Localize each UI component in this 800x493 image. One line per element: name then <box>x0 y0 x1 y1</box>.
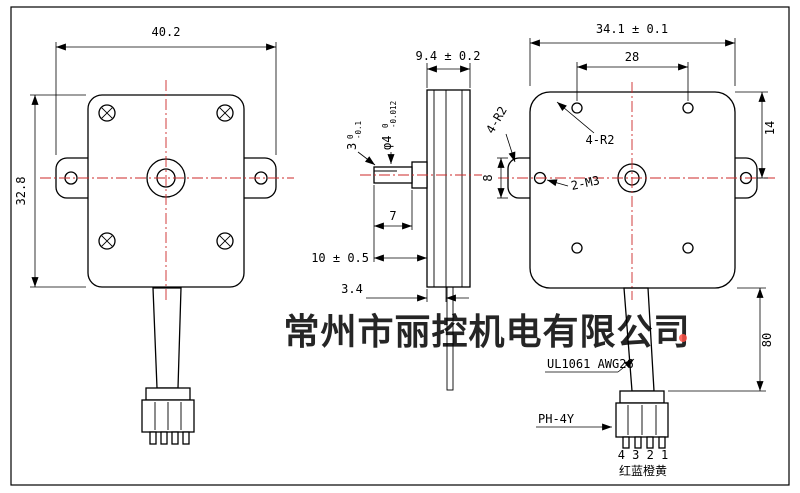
front-view: 40.2 32.8 <box>14 25 294 445</box>
hole-spacing-dimension: 28 <box>576 50 689 101</box>
front-height-dimension: 32.8 <box>14 94 86 288</box>
front-wire-bundle <box>152 287 182 389</box>
back-hole-top-left <box>571 102 583 114</box>
back-width-value: 34.1 ± 0.1 <box>596 22 668 36</box>
front-connector <box>141 387 195 445</box>
radius-label-1: 4-R2 <box>483 104 510 136</box>
shaft-total-value: 10 ± 0.5 <box>311 251 369 265</box>
radius-callout-1: 4-R2 <box>483 104 516 163</box>
thread-label: 2-M3 <box>570 173 601 193</box>
side-wire <box>446 286 454 391</box>
sheet-border <box>10 6 790 486</box>
flange-value: 3.4 <box>341 282 363 296</box>
shaft-diameter-dimension: φ4 0 -0.012 <box>380 101 398 164</box>
top-to-center-value: 14 <box>763 121 777 135</box>
screw-bottom-left <box>98 232 116 250</box>
ear-height-value: 8 <box>481 174 495 181</box>
side-depth-dimension: 9.4 ± 0.2 <box>415 49 481 88</box>
shaft-flat-dimension: 3 0 -0.1 <box>345 121 376 166</box>
thread-callout: 2-M3 <box>546 173 601 193</box>
front-width-value: 40.2 <box>152 25 181 39</box>
flat-upper-tol: 0 <box>346 134 355 139</box>
watermark-text: 常州市丽控机电有限公司 <box>283 311 690 352</box>
radius-label-2: 4-R2 <box>586 133 615 147</box>
pin-numbers: 4 3 2 1 <box>618 448 669 462</box>
connector-callout: PH-4Y <box>536 412 612 431</box>
lead-length-dimension: 80 <box>668 287 774 392</box>
wire-colors-label: 红蓝橙黄 <box>619 463 667 478</box>
back-connector <box>615 390 669 449</box>
front-height-value: 32.8 <box>14 177 28 206</box>
radius-callout-2: 4-R2 <box>556 101 615 147</box>
flat-lower-tol: -0.1 <box>354 121 363 139</box>
connector-label: PH-4Y <box>538 412 575 426</box>
side-depth-value: 9.4 ± 0.2 <box>415 49 480 63</box>
shaft-total-dimension: 10 ± 0.5 <box>311 251 427 265</box>
hole-spacing-value: 28 <box>625 50 639 64</box>
back-hole-bottom-left <box>571 242 583 254</box>
wire-spec-callout: UL1061 AWG26 <box>545 357 635 373</box>
back-hole-bottom-right <box>682 242 694 254</box>
side-view: 9.4 ± 0.2 3 0 -0.1 φ4 0 -0.012 7 <box>311 49 482 391</box>
dia-lower-tol: -0.012 <box>389 101 398 128</box>
ear-height-dimension: 8 <box>481 157 508 199</box>
back-hole-top-right <box>682 102 694 114</box>
shaft-length-dimension: 7 <box>373 185 413 262</box>
watermark-dot <box>679 334 687 342</box>
dia-main: φ4 <box>380 136 394 150</box>
top-to-center-dimension: 14 <box>735 91 777 179</box>
side-body <box>426 89 471 288</box>
wire-spec-label: UL1061 AWG26 <box>547 357 634 371</box>
back-view: 34.1 ± 0.1 28 14 8 <box>481 22 778 478</box>
shaft-length-value: 7 <box>389 209 396 223</box>
screw-top-left <box>98 104 116 122</box>
flange-dimension: 3.4 <box>341 282 469 302</box>
lead-length-value: 80 <box>760 333 774 347</box>
back-width-dimension: 34.1 ± 0.1 <box>529 22 736 86</box>
front-width-dimension: 40.2 <box>55 25 277 155</box>
screw-bottom-right <box>216 232 234 250</box>
dia-upper-tol: 0 <box>381 123 390 128</box>
screw-top-right <box>216 104 234 122</box>
flat-main: 3 <box>345 143 359 150</box>
watermark: 常州市丽控机电有限公司 <box>283 311 690 352</box>
